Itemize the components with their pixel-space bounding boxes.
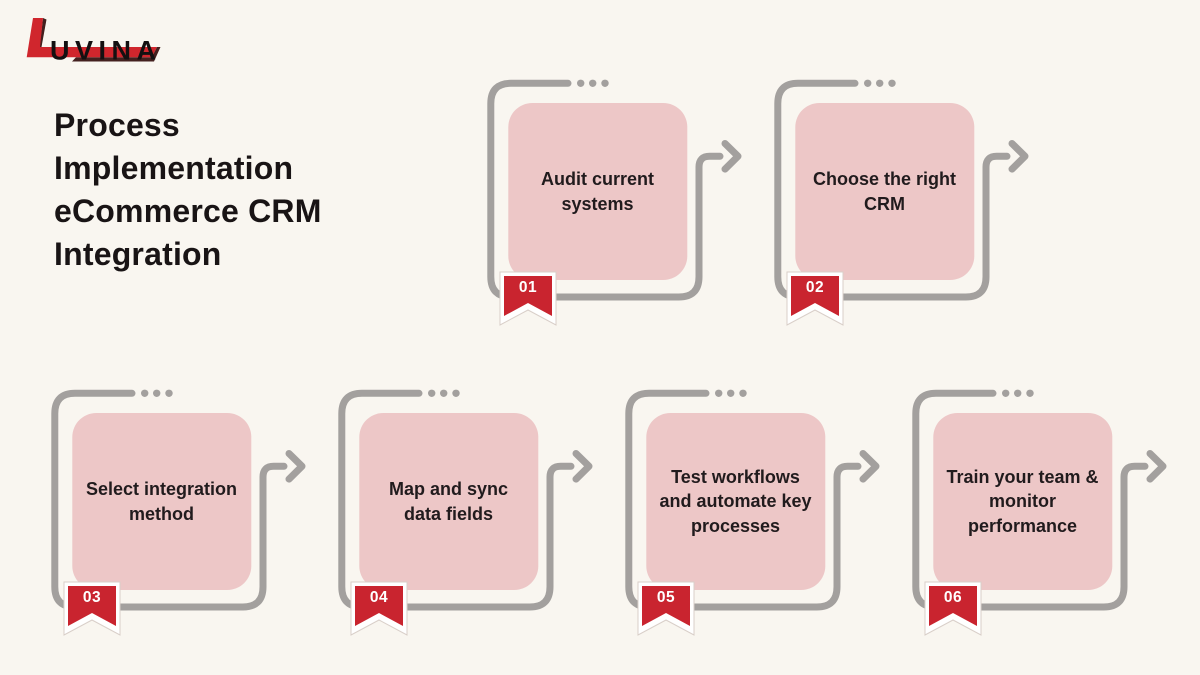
step-title: Map and sync data fields <box>388 479 509 524</box>
step-number-badge: 05 <box>656 589 676 606</box>
step-number-badge: 04 <box>369 589 389 606</box>
logo-brand-text: UVINA <box>50 36 162 66</box>
step-card-1: Audit current systems 01 <box>480 70 750 340</box>
logo-stem-shadow-shape <box>39 18 47 47</box>
step-title: Choose the right CRM <box>813 169 956 214</box>
step-card-4: Map and sync data fields 04 <box>331 380 601 650</box>
step-title: Audit current systems <box>540 169 654 214</box>
step-title: Test workflows and automate key processe… <box>659 467 812 536</box>
step-card-2: Choose the right CRM 02 <box>767 70 1037 340</box>
step-card-5: Test workflows and automate key processe… <box>618 380 888 650</box>
step-number-badge: 06 <box>943 589 963 606</box>
step-title: Select integration method <box>85 479 238 524</box>
step-card-6: Train your team & monitor performance 06 <box>905 380 1175 650</box>
step-number-badge: 03 <box>82 589 102 606</box>
step-card-3: Select integration method 03 <box>44 380 314 650</box>
step-title: Train your team & monitor performance <box>946 467 1099 536</box>
step-number-badge: 02 <box>805 279 825 296</box>
page-title: Process Implementation eCommerce CRM Int… <box>54 107 322 272</box>
logo-shadow-shape <box>72 47 161 62</box>
luvina-logo: UVINA <box>26 18 162 66</box>
step-number-badge: 01 <box>518 279 538 296</box>
logo-l-shape <box>26 18 158 58</box>
